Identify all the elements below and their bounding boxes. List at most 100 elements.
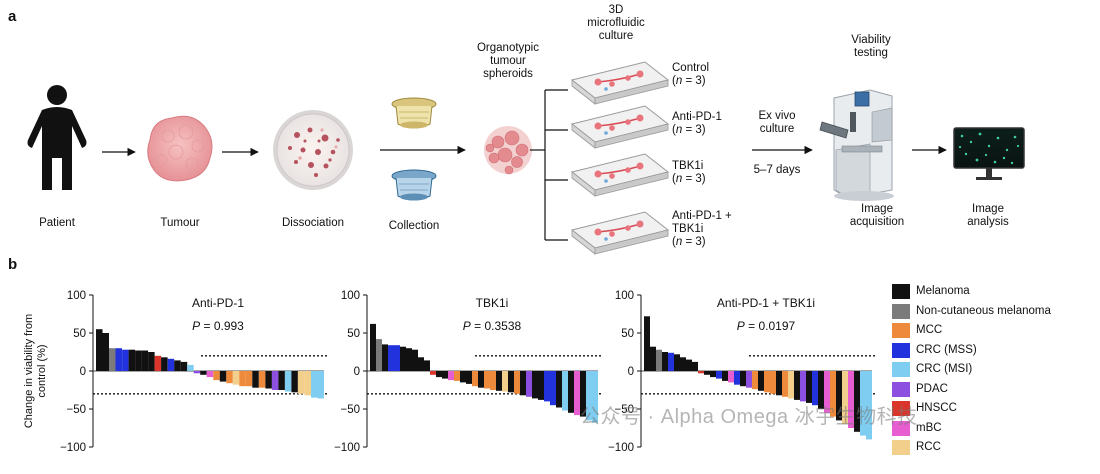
- waterfall-bar: [317, 371, 325, 399]
- waterfall-bar: [836, 371, 842, 421]
- monitor-icon: [953, 127, 1025, 180]
- legend-swatch: [892, 284, 910, 299]
- chip-control: [570, 61, 670, 105]
- waterfall-bar: [148, 352, 155, 371]
- waterfall-bar: [752, 371, 758, 390]
- chip-antipd1: [570, 105, 670, 149]
- workflow-diagram: [27, 61, 1025, 255]
- label-spheroids-line2: tumour: [490, 55, 526, 67]
- waterfall-bar: [514, 371, 520, 394]
- panel-label-a: a: [8, 8, 17, 25]
- legend-swatch: [892, 323, 910, 338]
- waterfall-bar: [252, 371, 259, 388]
- panel-label-b: b: [8, 256, 18, 273]
- waterfall-bar: [96, 329, 103, 371]
- legend-label: RCC: [916, 441, 941, 453]
- chart-pvalue: P = 0.3538: [463, 319, 522, 333]
- legend-label: Melanoma: [916, 285, 970, 297]
- waterfall-bar: [278, 371, 285, 390]
- label-viability-line2: testing: [854, 47, 888, 59]
- waterfall-bar: [824, 371, 830, 413]
- tumour-icon: [147, 115, 213, 182]
- waterfall-bar: [740, 371, 746, 387]
- waterfall-bar: [734, 371, 740, 385]
- waterfall-bar: [574, 371, 580, 416]
- petri-dish-icon: [273, 110, 353, 190]
- y-tick-label: −100: [334, 442, 360, 454]
- legend-swatch: [892, 303, 910, 319]
- condition-tbk1i-n: (n = 3): [672, 173, 706, 185]
- label-spheroids-line1: Organotypic: [476, 42, 539, 54]
- waterfall-bar: [592, 371, 598, 423]
- label-3d-line3: culture: [598, 30, 634, 42]
- legend-label: mBC: [916, 421, 942, 434]
- chart-title: Anti-PD-1 + TBK1i: [717, 296, 815, 310]
- waterfall-bar: [424, 360, 430, 371]
- label-dissociation: Dissociation: [282, 217, 344, 229]
- waterfall-bar: [508, 371, 514, 393]
- waterfall-bar: [291, 371, 298, 393]
- chip-tbk1i: [570, 153, 670, 197]
- waterfall-bar: [304, 371, 312, 396]
- waterfall-bar: [206, 371, 214, 378]
- waterfall-bar: [580, 371, 586, 417]
- waterfall-bar: [716, 371, 722, 379]
- waterfall-bar: [698, 371, 704, 374]
- condition-antipd1-n: (n = 3): [672, 124, 706, 136]
- waterfall-bar: [758, 371, 764, 391]
- waterfall-bar: [550, 371, 556, 406]
- waterfall-bar: [412, 349, 418, 371]
- chip-combo: [570, 211, 670, 255]
- label-viability: Viability testing: [834, 34, 908, 60]
- condition-combo-n: (n = 3): [672, 236, 706, 248]
- waterfall-bar: [128, 349, 136, 371]
- label-tumour: Tumour: [160, 217, 200, 229]
- waterfall-bar: [860, 371, 866, 436]
- waterfall-bar: [526, 371, 532, 397]
- waterfall-bar: [782, 371, 788, 397]
- label-3d-line2: microfluidic: [587, 17, 645, 29]
- chart-pvalue: P = 0.993: [192, 319, 244, 333]
- waterfall-bar: [484, 371, 490, 389]
- waterfall-bar: [418, 357, 424, 371]
- waterfall-bar: [382, 344, 388, 371]
- waterfall-bar: [122, 349, 129, 371]
- y-tick-label: −100: [60, 442, 86, 454]
- waterfall-bar: [848, 371, 854, 428]
- waterfall-bar: [544, 371, 550, 402]
- condition-control-n: (n = 3): [672, 75, 706, 87]
- waterfall-bar: [770, 371, 776, 394]
- label-3d-line1: 3D: [608, 4, 624, 16]
- condition-antipd1: Anti-PD-1 (n = 3): [672, 111, 722, 137]
- waterfall-bar: [400, 346, 406, 371]
- waterfall-bar: [180, 361, 188, 371]
- waterfall-bar: [370, 323, 376, 371]
- legend-label: MCC: [916, 324, 943, 336]
- y-tick-label: −50: [66, 404, 86, 416]
- waterfall-bar: [794, 371, 800, 400]
- legend-swatch: [892, 342, 910, 358]
- waterfall-bar: [556, 371, 562, 408]
- waterfall-bar: [161, 357, 168, 371]
- legend-label: HNSCC: [916, 402, 957, 414]
- y-tick-label: 50: [73, 328, 86, 340]
- waterfall-bar: [265, 371, 272, 389]
- waterfall-bar: [490, 371, 496, 390]
- y-tick-label: 100: [615, 290, 634, 302]
- waterfall-bar: [680, 357, 686, 371]
- waterfall-bar: [297, 371, 305, 394]
- waterfall-bar: [644, 316, 650, 371]
- legend-label: Non-cutaneous melanoma: [916, 304, 1051, 317]
- label-patient: Patient: [39, 217, 75, 229]
- label-analysis-line1: Image: [972, 203, 1004, 215]
- waterfall-bar: [520, 371, 526, 396]
- label-spheroids-line3: spheroids: [483, 68, 533, 80]
- waterfall-bar: [154, 355, 162, 371]
- waterfall-bar: [704, 371, 710, 375]
- y-tick-label: 0: [80, 366, 86, 378]
- waterfall-bar: [586, 371, 592, 421]
- chart-pvalue: P = 0.0197: [737, 319, 796, 333]
- label-3d-culture: 3D microfluidic culture: [568, 4, 664, 43]
- label-acquisition-line1: Image: [861, 203, 893, 215]
- waterfall-bar: [656, 349, 662, 371]
